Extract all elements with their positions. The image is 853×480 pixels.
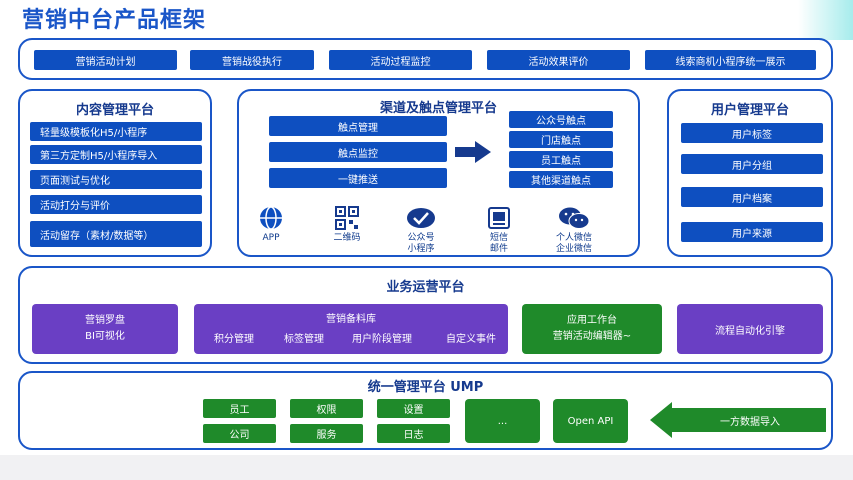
ump-item-permission[interactable]: 权限 xyxy=(290,399,363,418)
checkmark-icon xyxy=(407,208,435,228)
user-platform-panel: 用户管理平台 用户标签 用户分组 用户档案 用户来源 xyxy=(667,89,833,257)
user-item-tags[interactable]: 用户标签 xyxy=(681,123,823,143)
ump-item-settings[interactable]: 设置 xyxy=(377,399,450,418)
channel-wechat[interactable]: 个人微信 企业微信 xyxy=(544,206,604,255)
channel-platform-panel: 渠道及触点管理平台 触点管理 触点监控 一键推送 公众号触点 门店触点 员工触点… xyxy=(237,89,640,257)
top-bar-item-execute[interactable]: 营销战役执行 xyxy=(190,50,314,70)
material-library-box[interactable]: 营销备料库 积分管理 标签管理 用户阶段管理 自定义事件 xyxy=(194,304,508,354)
channel-item-monitor[interactable]: 触点监控 xyxy=(269,142,447,162)
channel-item-manage[interactable]: 触点管理 xyxy=(269,116,447,136)
footer-bar xyxy=(0,455,853,480)
sms-icon xyxy=(488,207,510,229)
top-bar-item-evaluate[interactable]: 活动效果评价 xyxy=(487,50,630,70)
globe-icon xyxy=(260,206,282,230)
content-platform-panel: 内容管理平台 轻量级模板化H5/小程序 第三方定制H5/小程序导入 页面测试与优… xyxy=(18,89,212,257)
content-item-retain[interactable]: 活动留存（素材/数据等） xyxy=(30,221,202,247)
ump-item-staff[interactable]: 员工 xyxy=(203,399,276,418)
user-platform-title: 用户管理平台 xyxy=(710,103,789,118)
channel-touch-store[interactable]: 门店触点 xyxy=(509,131,613,148)
workbench-title: 应用工作台 xyxy=(567,315,617,326)
business-platform-title: 业务运营平台 xyxy=(386,280,465,295)
channel-wechat-label: 个人微信 企业微信 xyxy=(544,233,604,255)
channel-wechat-text: 个人微信 企业微信 xyxy=(555,233,592,254)
channel-official-account-label: 公众号 小程序 xyxy=(391,233,451,255)
workbench-box[interactable]: 应用工作台 营销活动编辑器~ xyxy=(522,304,662,354)
channel-touch-other[interactable]: 其他渠道触点 xyxy=(509,171,613,188)
corner-accent xyxy=(798,0,853,40)
workflow-engine-box[interactable]: 流程自动化引擎 xyxy=(677,304,823,354)
user-item-sources[interactable]: 用户来源 xyxy=(681,222,823,242)
ump-item-company[interactable]: 公司 xyxy=(203,424,276,443)
channel-platform-title: 渠道及触点管理平台 xyxy=(379,101,497,116)
unified-platform-title: 统一管理平台 UMP xyxy=(367,380,484,395)
dashboard-subtitle: BI可视化 xyxy=(85,331,125,342)
dashboard-box[interactable]: 营销罗盘 BI可视化 xyxy=(32,304,178,354)
page-title: 营销中台产品框架 xyxy=(22,8,207,33)
channel-app-label: APP xyxy=(262,233,280,243)
user-item-profiles[interactable]: 用户档案 xyxy=(681,187,823,207)
ump-item-service[interactable]: 服务 xyxy=(290,424,363,443)
ump-item-more[interactable]: ... xyxy=(465,399,540,443)
channel-touch-official[interactable]: 公众号触点 xyxy=(509,111,613,128)
user-item-groups[interactable]: 用户分组 xyxy=(681,154,823,174)
channel-app[interactable]: APP xyxy=(241,206,301,244)
material-item-points[interactable]: 积分管理 xyxy=(214,334,254,345)
wechat-icon xyxy=(559,207,590,229)
ump-item-openapi[interactable]: Open API xyxy=(553,399,628,443)
workbench-editor: 营销活动编辑器~ xyxy=(552,331,632,342)
dashboard-title: 营销罗盘 xyxy=(85,315,125,326)
channel-official-account-line1: 公众号 小程序 xyxy=(407,233,435,254)
data-import-label: 一方数据导入 xyxy=(720,417,780,428)
business-platform-panel: 业务运营平台 营销罗盘 BI可视化 营销备料库 积分管理 标签管理 用户阶段管理… xyxy=(18,266,833,364)
arrow-right-icon xyxy=(455,141,491,163)
material-item-tags[interactable]: 标签管理 xyxy=(284,334,324,345)
content-platform-title: 内容管理平台 xyxy=(75,103,154,118)
data-import-arrow[interactable] xyxy=(650,400,826,440)
unified-platform-panel: 统一管理平台 UMP 员工 权限 设置 公司 服务 日志 ... Open AP… xyxy=(18,371,833,450)
channel-sms[interactable]: 短信 邮件 xyxy=(469,206,529,255)
material-library-title: 营销备料库 xyxy=(326,314,376,325)
channel-item-push[interactable]: 一键推送 xyxy=(269,168,447,188)
content-item-import[interactable]: 第三方定制H5/小程序导入 xyxy=(30,145,202,164)
top-bar-panel: 营销活动计划 营销战役执行 活动过程监控 活动效果评价 线索商机小程序统一展示 xyxy=(18,38,833,80)
channel-official-account[interactable]: 公众号 小程序 xyxy=(391,206,451,255)
channel-sms-label: 短信 邮件 xyxy=(469,233,529,255)
ump-item-log[interactable]: 日志 xyxy=(377,424,450,443)
content-item-test[interactable]: 页面测试与优化 xyxy=(30,170,202,189)
material-item-stages[interactable]: 用户阶段管理 xyxy=(352,334,412,345)
content-item-score[interactable]: 活动打分与评价 xyxy=(30,195,202,214)
top-bar-item-monitor[interactable]: 活动过程监控 xyxy=(329,50,472,70)
qrcode-icon xyxy=(335,206,359,230)
top-bar-item-display[interactable]: 线索商机小程序统一展示 xyxy=(645,50,816,70)
top-bar-item-plan[interactable]: 营销活动计划 xyxy=(34,50,177,70)
channel-qrcode[interactable]: 二维码 xyxy=(317,206,377,244)
channel-sms-text: 短信 邮件 xyxy=(489,233,508,254)
material-item-events[interactable]: 自定义事件 xyxy=(446,334,496,345)
channel-touch-staff[interactable]: 员工触点 xyxy=(509,151,613,168)
content-item-template[interactable]: 轻量级模板化H5/小程序 xyxy=(30,122,202,141)
channel-qrcode-label: 二维码 xyxy=(333,233,361,243)
